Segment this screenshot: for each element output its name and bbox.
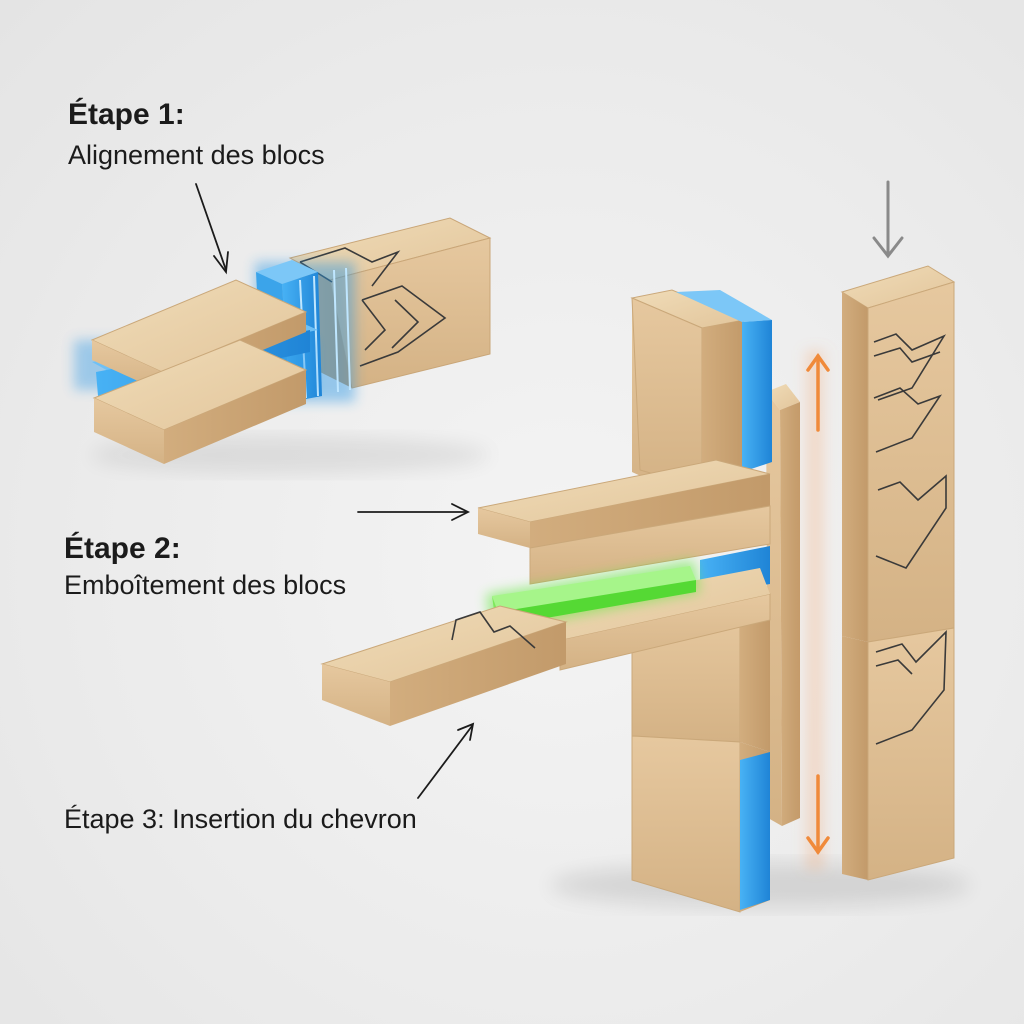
chevron-engraving-icon xyxy=(875,629,947,745)
step1-block-assembly xyxy=(74,217,492,464)
chevron-engraving-icon xyxy=(873,387,943,453)
main-structure xyxy=(320,265,956,913)
step2-title: Étape 2: xyxy=(64,532,181,565)
step1-description: Alignement des blocs xyxy=(68,140,325,170)
blue-connector-lower xyxy=(740,752,770,910)
lower-column xyxy=(631,606,770,913)
green-connector xyxy=(486,560,700,632)
upper-vertical-block xyxy=(630,289,772,492)
chevron-engraving-icon xyxy=(451,611,536,649)
chevron-engraving-icon xyxy=(359,285,447,367)
horizontal-beam-top xyxy=(477,459,771,548)
tall-right-pillar xyxy=(800,265,956,881)
step1-bottom-slab xyxy=(92,339,308,464)
chevron-beam xyxy=(320,605,568,726)
pointer-arrow-step1 xyxy=(195,183,229,275)
motion-arrow-gray xyxy=(872,180,904,259)
step1-title: Étape 1: xyxy=(68,98,185,131)
pointer-arrow-step3 xyxy=(417,722,475,799)
motion-arrow-orange-up xyxy=(806,352,830,432)
blue-connector-upper xyxy=(676,290,772,322)
step3-label: Étape 3: Insertion du chevron xyxy=(64,804,417,834)
step2-description: Emboîtement des blocs xyxy=(64,570,347,600)
blue-connector-upper xyxy=(742,320,772,472)
motion-arrow-orange-down xyxy=(806,774,830,856)
chevron-engraving-icon xyxy=(875,474,947,569)
pointer-arrow-step2 xyxy=(357,503,471,521)
chevron-engraving-icon xyxy=(873,333,947,401)
